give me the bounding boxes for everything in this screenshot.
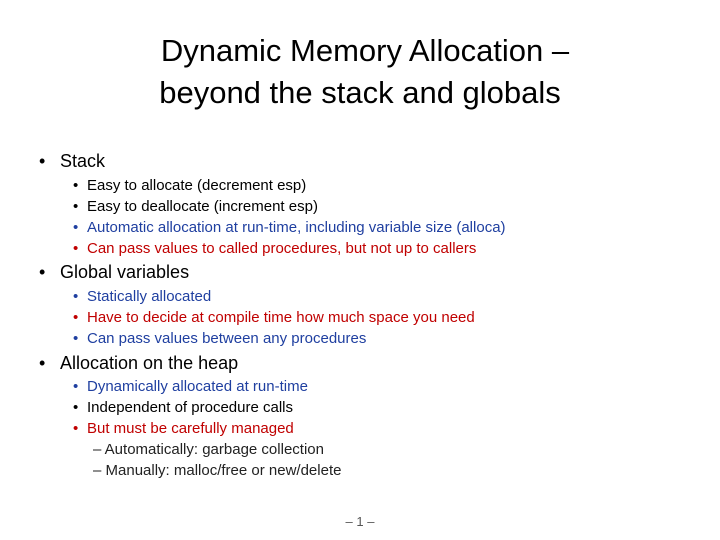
list-item: •But must be carefully managed xyxy=(73,420,294,437)
list-item: •Statically allocated xyxy=(73,288,212,305)
bullet-icon: • xyxy=(73,330,79,347)
title-line-1: Dynamic Memory Allocation – xyxy=(160,33,570,68)
bullet-icon: • xyxy=(73,399,79,416)
bullet-icon: • xyxy=(73,309,79,326)
slide-title: Dynamic Memory Allocation – beyond the s… xyxy=(0,30,720,114)
bullet-icon: • xyxy=(73,177,79,194)
bullet-icon: • xyxy=(73,219,79,236)
list-item: •Easy to allocate (decrement esp) xyxy=(73,177,307,194)
list-item: •Independent of procedure calls xyxy=(73,399,293,416)
bullet-icon: • xyxy=(39,262,46,282)
list-item: •Can pass values between any procedures xyxy=(73,330,367,347)
bullet-icon: • xyxy=(39,151,46,171)
sub-list-item: – Manually: malloc/free or new/delete xyxy=(93,462,342,479)
section-heading-heap: •Allocation on the heap xyxy=(39,353,239,373)
list-item: •Can pass values to called procedures, b… xyxy=(73,240,477,257)
list-item: •Dynamically allocated at run-time xyxy=(73,378,308,395)
sub-list-item: – Automatically: garbage collection xyxy=(93,441,324,458)
list-item: •Automatic allocation at run-time, inclu… xyxy=(73,219,506,236)
title-line-2: beyond the stack and globals xyxy=(159,75,561,110)
bullet-icon: • xyxy=(73,240,79,257)
list-item: •Have to decide at compile time how much… xyxy=(73,309,475,326)
bullet-icon: • xyxy=(73,420,79,437)
bullet-icon: • xyxy=(73,198,79,215)
bullet-icon: • xyxy=(73,378,79,395)
bullet-icon: • xyxy=(73,288,79,305)
list-item: •Easy to deallocate (increment esp) xyxy=(73,198,318,215)
page-number: – 1 – xyxy=(345,514,375,529)
section-heading-stack: •Stack xyxy=(39,151,106,171)
section-heading-global-variables: •Global variables xyxy=(39,262,190,282)
bullet-icon: • xyxy=(39,353,46,373)
